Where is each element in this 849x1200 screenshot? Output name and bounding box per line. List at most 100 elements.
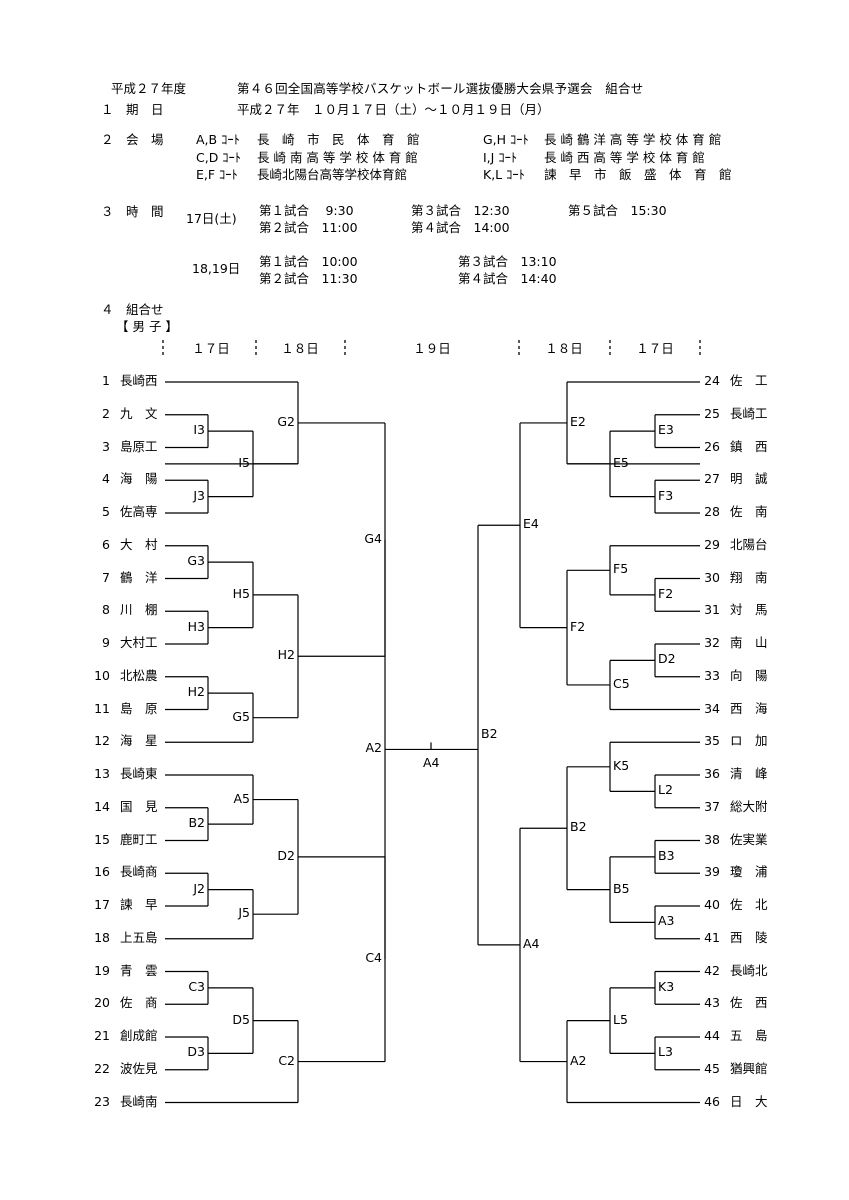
tournament-title: 第４６回全国高等学校バスケットボール選抜優勝大会県予選会 組合せ [237,81,644,96]
match-code: J3 [193,487,205,503]
team-number: 3 [102,438,110,454]
match-code: G4 [364,530,382,546]
match-code: H2 [187,684,205,700]
match-code: A2 [365,740,382,756]
venue-court: I,J ｺｰﾄ [483,150,518,165]
match-code: F2 [658,585,674,601]
team-name: 西 陵 [730,929,768,945]
match-code: C5 [613,675,630,691]
team-number: 45 [704,1060,720,1076]
team-name: 明 誠 [730,471,768,487]
team-name: 向 陽 [730,667,768,683]
match-code: G5 [232,708,250,724]
match-code: D5 [232,1011,250,1027]
match-code: L2 [658,782,673,798]
match-code: I3 [193,422,205,438]
team-number: 21 [94,1028,110,1043]
team-name: 長崎南 [120,1093,158,1109]
venue-court: A,B ｺｰﾄ [196,132,240,147]
team-name: 長崎工 [730,405,768,421]
match-code: A3 [658,913,675,929]
team-number: 40 [704,897,720,912]
day1-label: 17日(土) [186,211,237,226]
team-name: 創成館 [120,1028,158,1043]
round-header: １８日 [281,341,319,356]
team-number: 2 [102,405,110,421]
team-name: 大 村 [120,536,158,552]
team-number: 37 [704,798,720,814]
match-code: E3 [658,422,674,438]
venue-label: ２ 会 場 [101,132,164,147]
match-code: J2 [193,880,205,896]
team-name: 海 陽 [120,471,158,487]
team-name: 川 棚 [120,602,158,618]
match-code: B2 [188,815,205,831]
team-number: 38 [704,831,720,847]
game-time: 第１試合 9:30 [259,203,354,218]
match-code: H5 [232,585,250,601]
match-code: C3 [188,978,205,994]
team-number: 23 [94,1093,110,1109]
match-code: F3 [658,487,674,503]
team-number: 29 [704,536,720,552]
game-time: 第２試合 11:30 [259,271,358,286]
match-code: A4 [523,935,540,951]
division-label: 【 男 子 】 [116,319,178,334]
team-name: 島 原 [120,700,158,716]
team-number: 32 [704,635,720,650]
team-number: 6 [102,536,110,552]
team-number: 36 [704,766,720,781]
team-number: 16 [94,864,110,880]
team-name: 上五島 [120,929,158,945]
team-name: 瓊 浦 [730,864,768,880]
team-name: 佐 南 [730,504,768,519]
team-name: 北松農 [120,667,158,683]
match-code: C4 [365,950,382,966]
round-header: １８日 [545,341,583,356]
day2-label: 18,19日 [192,261,241,276]
team-name: 翔 南 [730,569,768,585]
team-name: 波佐見 [120,1060,158,1076]
team-number: 43 [704,995,720,1011]
team-number: 39 [704,864,720,880]
team-number: 8 [102,602,110,618]
match-code: L3 [658,1044,673,1060]
venue-name: 長 崎 西 高 等 学 校 体 育 館 [544,150,705,165]
team-name: 佐 工 [730,373,768,388]
team-number: 11 [94,700,110,716]
team-number: 1 [102,373,110,388]
team-name: 鎮 西 [730,438,768,454]
team-name: 大村工 [120,635,158,650]
round-header: １７日 [636,341,674,356]
team-name: 佐 西 [730,995,768,1011]
game-time: 第３試合 13:10 [458,254,557,269]
match-code: F2 [570,618,586,634]
team-number: 31 [704,602,720,618]
venue-court: C,D ｺｰﾄ [196,150,242,165]
final-code: A4 [423,755,440,771]
game-time: 第４試合 14:40 [458,271,557,286]
team-number: 4 [102,471,110,487]
section-label: ４ 組合せ [101,302,164,317]
match-code: F5 [613,561,629,577]
game-time: 第４試合 14:00 [411,220,510,235]
match-code: B2 [481,726,498,742]
team-name: 佐 商 [120,995,158,1011]
team-name: 九 文 [120,405,158,421]
match-code: E5 [613,454,629,470]
team-name: 五 島 [730,1028,768,1043]
game-time: 第３試合 12:30 [411,203,510,218]
team-name: 南 山 [730,635,768,650]
team-name: 長崎北 [730,962,768,978]
match-code: I5 [238,454,250,470]
team-number: 34 [704,700,720,716]
match-code: L5 [613,1011,628,1027]
match-code: D2 [277,847,295,863]
team-number: 30 [704,569,720,585]
venue-court: K,L ｺｰﾄ [483,167,525,182]
team-number: 9 [102,635,110,650]
team-number: 22 [94,1060,110,1076]
team-name: 佐実業 [730,831,768,847]
team-number: 46 [704,1093,720,1109]
time-label: ３ 時 間 [101,204,164,219]
